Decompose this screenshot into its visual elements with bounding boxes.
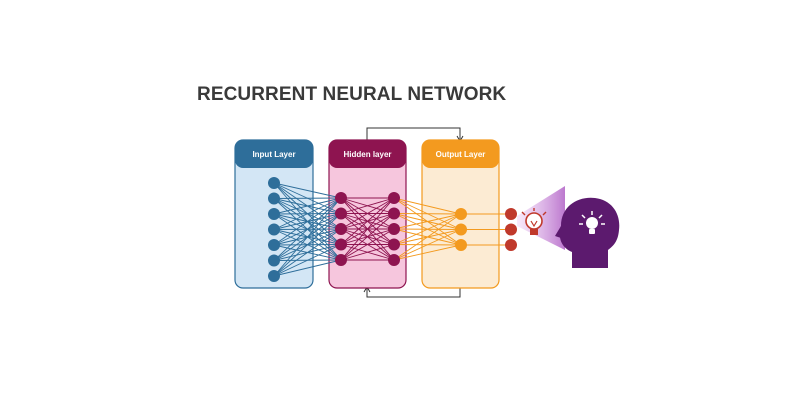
nodes [268, 177, 517, 282]
connection-input-hidden [273, 197, 342, 261]
input-node [268, 270, 280, 282]
connection-hidden-hidden [340, 197, 395, 245]
input-node [268, 254, 280, 267]
input-node [268, 239, 280, 251]
hidden-node [335, 207, 347, 220]
connection-hidden-output [393, 197, 462, 215]
input-node [268, 177, 280, 189]
connection-input-hidden [273, 197, 342, 199]
connection-input-hidden [273, 244, 342, 277]
hidden-node [388, 254, 400, 266]
hidden-node [388, 207, 400, 220]
connection-hidden-output [393, 213, 462, 261]
connection-hidden-hidden [340, 197, 395, 214]
connection-hidden-output [393, 229, 462, 261]
recurrent-arrow-bottom [366, 288, 461, 298]
connection-hidden-hidden [340, 228, 395, 261]
connection-input-hidden [273, 182, 342, 199]
head-with-lightbulb-icon [555, 197, 620, 268]
connections [273, 182, 511, 277]
output-layer-label: Output Layer [436, 150, 486, 159]
connection-hidden-output [393, 213, 462, 245]
connection-hidden-hidden [340, 213, 395, 261]
hidden-node [388, 192, 400, 204]
output-node [455, 208, 467, 220]
connection-hidden-hidden [340, 197, 395, 261]
input-node [268, 223, 280, 236]
connection-hidden-output [393, 244, 462, 261]
connection-hidden-output [393, 213, 462, 215]
hidden-node [335, 223, 347, 235]
hidden-layer-label: Hidden layer [343, 150, 391, 159]
connection-input-hidden [273, 197, 342, 215]
connection-hidden-hidden [340, 197, 395, 230]
result-node [505, 223, 517, 236]
result-node [505, 239, 517, 251]
result-node [505, 208, 517, 220]
hidden-node [335, 254, 347, 266]
input-node [268, 208, 280, 220]
connection-input-hidden [273, 197, 342, 246]
input-node [268, 192, 280, 205]
connection-input-hidden [273, 228, 342, 277]
diagram-title: RECURRENT NEURAL NETWORK [197, 84, 507, 105]
connection-input-hidden [273, 197, 342, 230]
connection-hidden-hidden [340, 244, 395, 261]
connection-input-hidden [273, 213, 342, 277]
connection-hidden-output [393, 213, 462, 230]
hidden-node [388, 238, 400, 251]
hidden-node [335, 238, 347, 251]
hidden-node [388, 223, 400, 235]
recurrent-arrow-top [366, 127, 461, 140]
connection-input-hidden [273, 259, 342, 277]
output-node [455, 239, 467, 251]
input-layer-label: Input Layer [252, 150, 295, 159]
hidden-node [335, 192, 347, 204]
connection-input-hidden [273, 197, 342, 277]
output-node [455, 223, 467, 236]
lightbulb-icon [521, 208, 547, 235]
